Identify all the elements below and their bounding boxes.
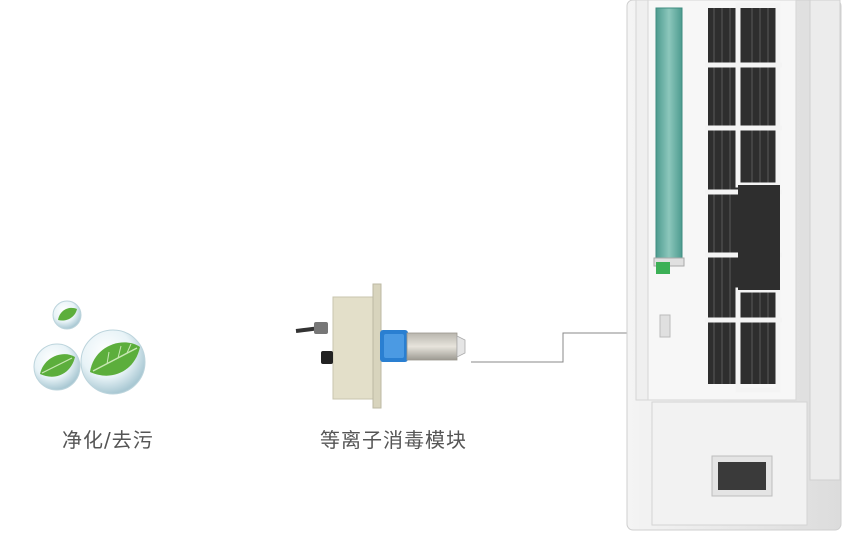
purify-label: 净化/去污 bbox=[62, 428, 154, 452]
module-label: 等离子消毒模块 bbox=[320, 428, 467, 452]
